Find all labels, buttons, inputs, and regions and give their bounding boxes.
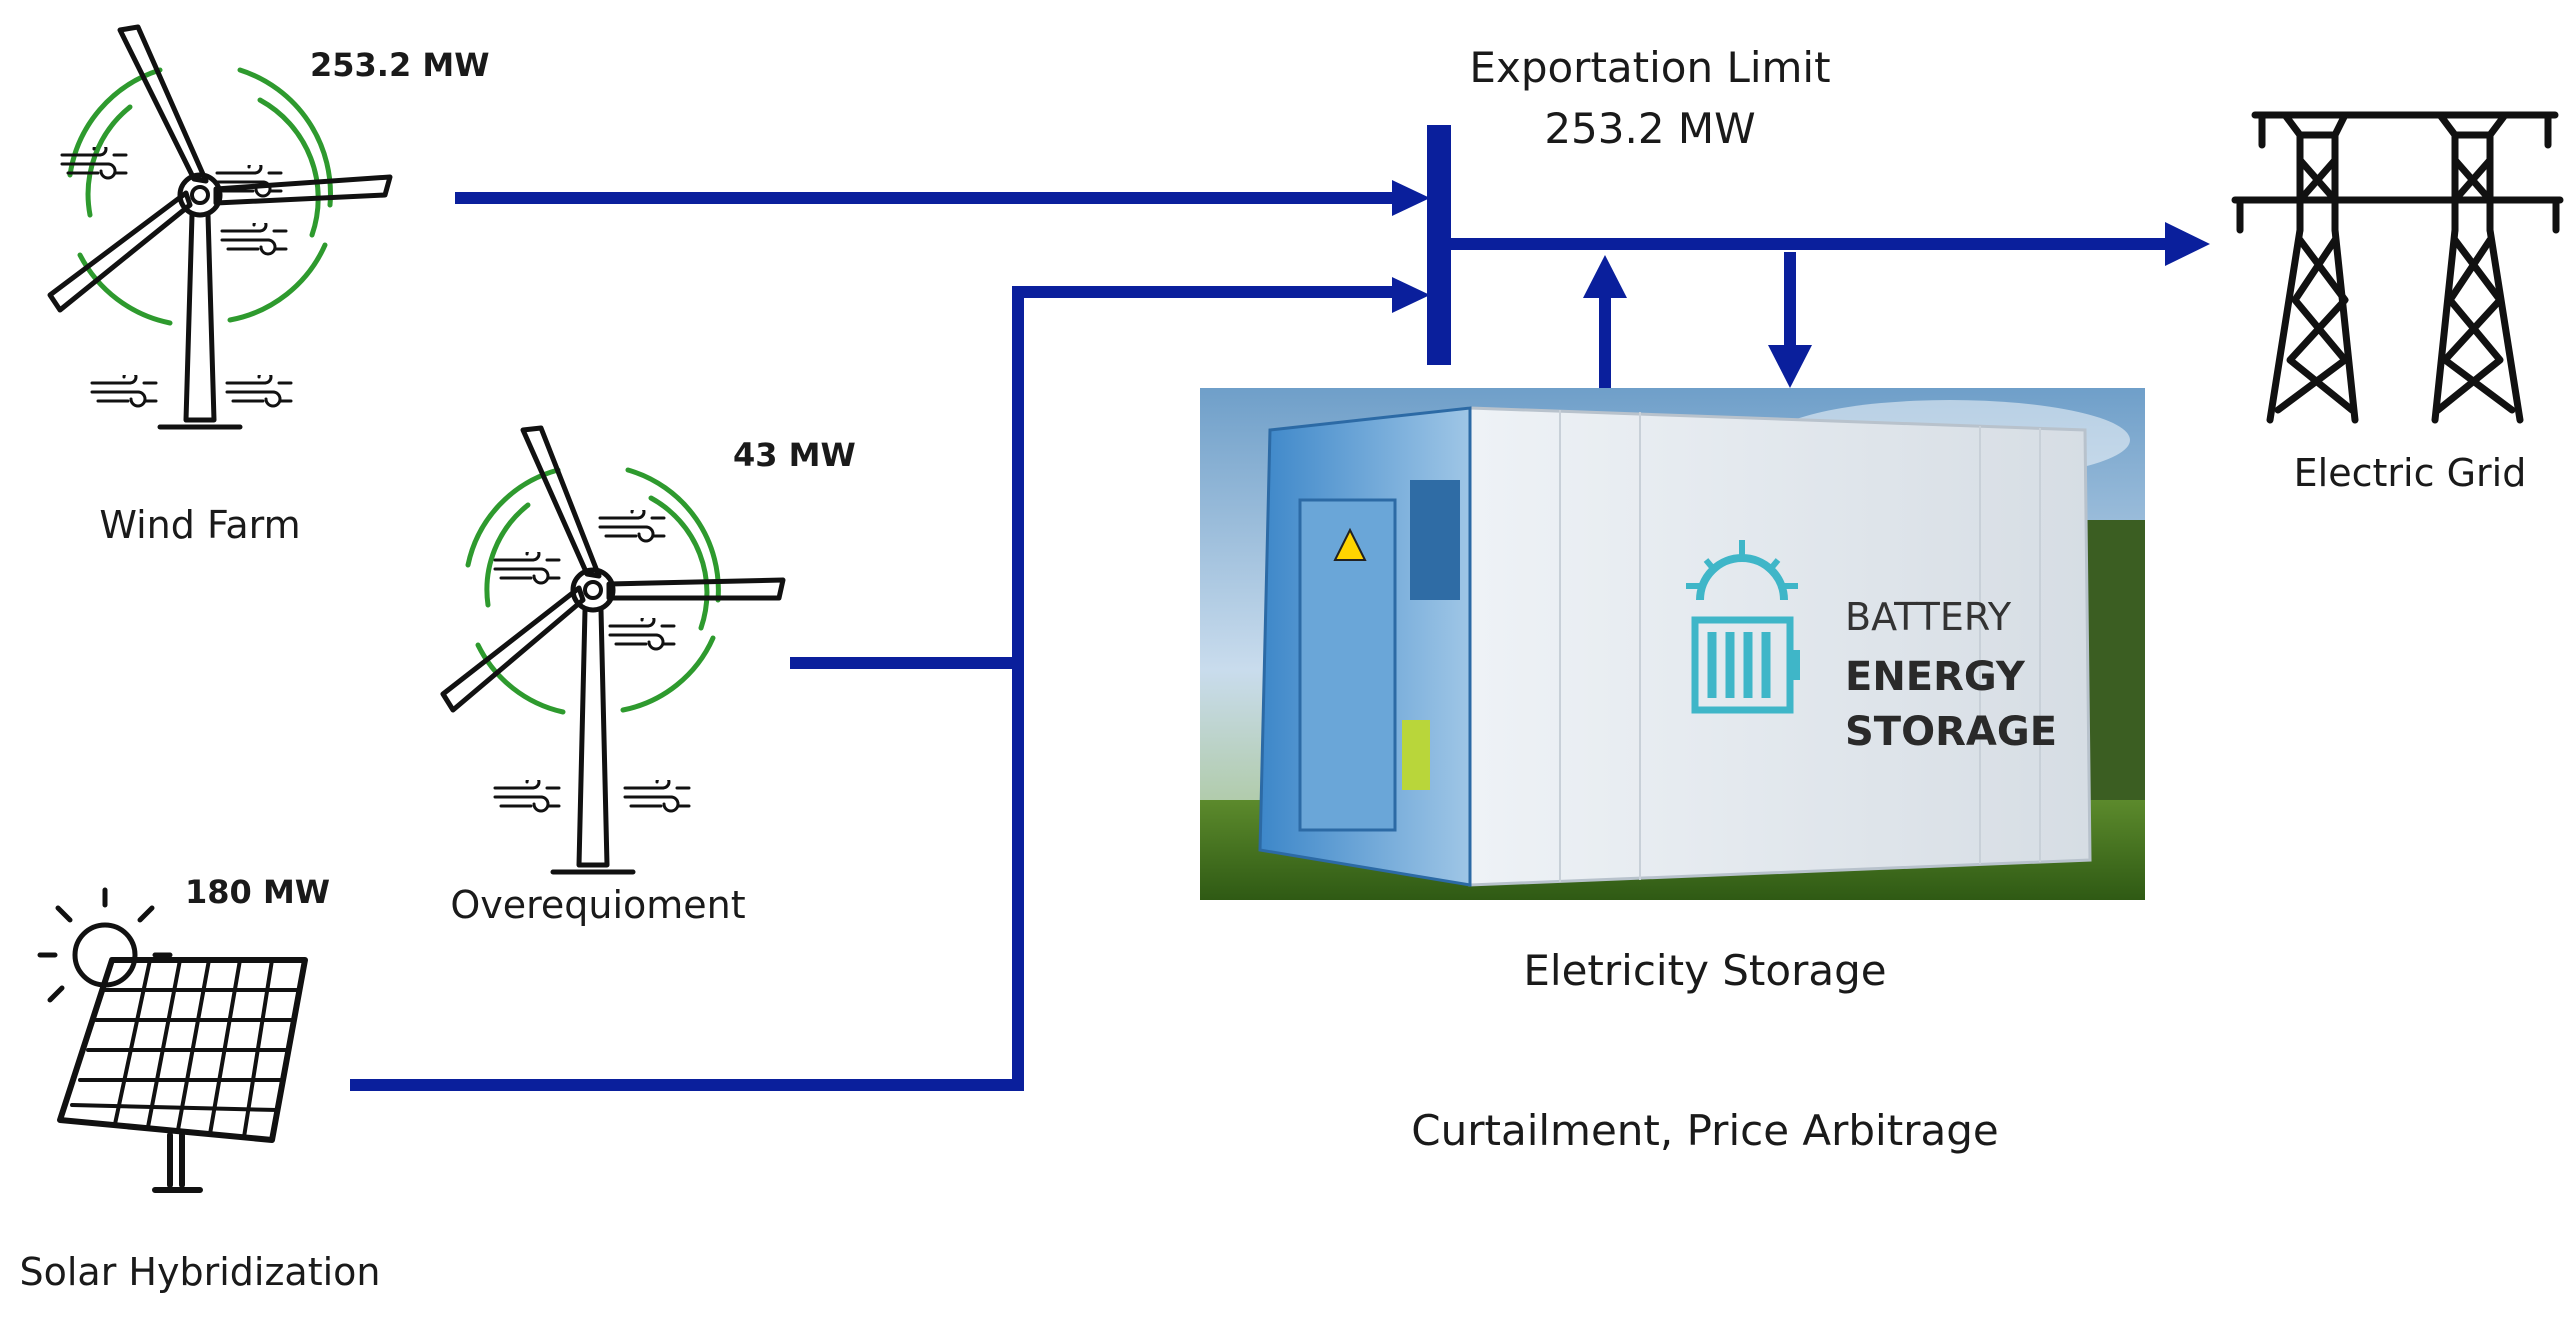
overequipment-label: Overequioment [450,883,745,927]
battery-logo-icon [1686,540,1800,714]
overequipment-power-label: 43 MW [733,436,856,474]
battery-photo-text-2: ENERGY [1845,654,2026,700]
electric-grid-label: Electric Grid [2294,451,2527,495]
battery-photo-text-3: STORAGE [1845,709,2057,755]
solar-label: Solar Hybridization [20,1250,381,1294]
wind-farm-label: Wind Farm [99,503,300,547]
flow-lines [350,125,2210,1091]
transmission-tower-icon [2231,111,2564,424]
storage-uses-label: Curtailment, Price Arbitrage [1411,1106,1998,1155]
solar-panel-icon [37,887,308,1193]
solar-power-label: 180 MW [185,873,330,911]
battery-photo-text-1: BATTERY [1845,595,2012,639]
battery-storage-photo: BATTERY ENERGY STORAGE [1200,388,2145,900]
export-limit-label: Exportation Limit [1469,43,1830,92]
export-limit-value: 253.2 MW [1544,104,1755,153]
overequipment-turbine-icon [440,425,786,875]
wind-farm-power-label: 253.2 MW [310,46,490,84]
storage-caption: Eletricity Storage [1523,946,1886,995]
wind-farm-turbine-icon [47,24,393,430]
